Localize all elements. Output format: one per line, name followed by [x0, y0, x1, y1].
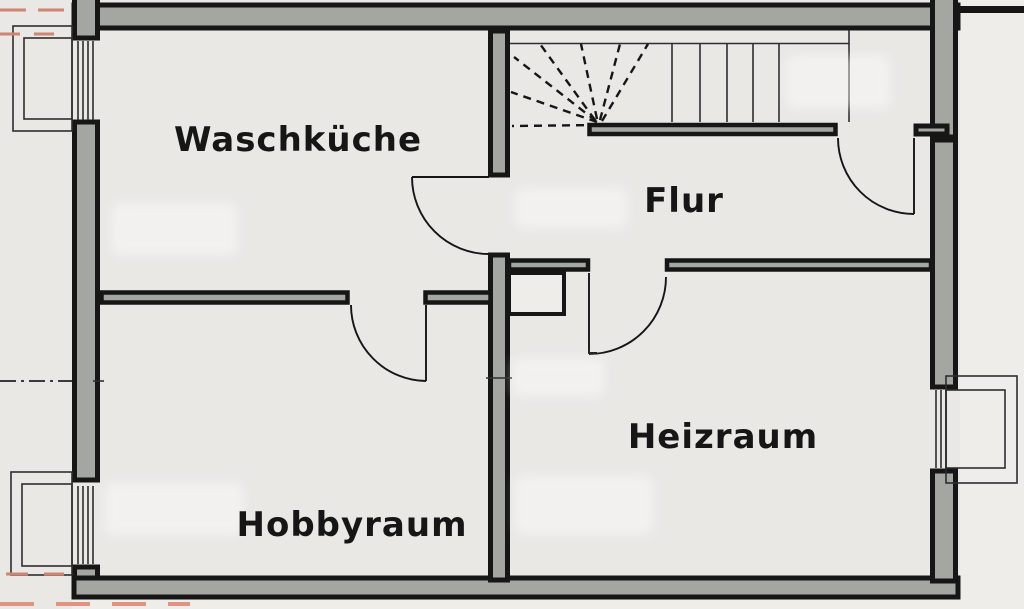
door-flur-staircase [837, 137, 915, 215]
light-shaft-inner [23, 37, 73, 120]
redaction-blur [515, 188, 627, 228]
wall-left-upper [72, 0, 100, 41]
stair-winder-ray [510, 90, 598, 124]
window-glazing-lines [77, 41, 94, 120]
stair-winder-ray [539, 43, 596, 121]
stair-winder-ray [600, 43, 650, 122]
neighbor-wall-line [955, 6, 1024, 13]
stair-parapet-wall [587, 122, 838, 137]
stair-winder-ray [579, 43, 599, 120]
door-waschkueche-flur [411, 176, 490, 255]
redaction-blur [105, 483, 243, 535]
wall-center-lower [488, 252, 510, 583]
window-heizraum-right [935, 375, 1018, 484]
wall-top [71, 2, 961, 31]
wall-flur-heizraum-right [664, 258, 934, 272]
redaction-blur [515, 476, 653, 534]
wall-center-upper [488, 28, 510, 178]
room-label-waschkueche: Waschküche [174, 120, 422, 160]
wall-waschkueche-hobbyraum-left [99, 290, 350, 305]
redaction-blur [512, 358, 604, 396]
room-label-flur: Flur [644, 181, 724, 221]
door-swing-arc [837, 137, 915, 215]
window-waschkueche-left [12, 25, 94, 132]
redaction-blurs [105, 56, 890, 535]
outside-bottom-strip [72, 600, 960, 609]
inner-walls [99, 28, 934, 583]
room-label-hobbyraum: Hobbyraum [237, 505, 468, 545]
room-label-heizraum: Heizraum [628, 417, 818, 457]
window-glazing-lines [77, 486, 94, 564]
chimney-shaft [507, 271, 566, 316]
stair-tread-lines [671, 44, 780, 122]
door-swing-arc [411, 176, 490, 255]
wall-right-upper [930, 0, 958, 140]
door-swing-arc [588, 276, 667, 355]
redaction-blur [786, 56, 890, 108]
wall-right-middle [930, 137, 958, 390]
door-swing-arc [350, 304, 427, 382]
wall-flur-heizraum-left [506, 258, 591, 272]
stair-winder-ray [513, 56, 597, 122]
redaction-blur [112, 203, 237, 255]
door-flur-heizraum [588, 273, 667, 355]
wall-right-door-stub [913, 123, 950, 137]
light-shaft-inner [21, 483, 73, 567]
stair-winder-ray [511, 123, 599, 128]
wall-left-middle [72, 119, 100, 483]
wall-waschkueche-hobbyraum-right [423, 290, 493, 305]
staircase [510, 30, 850, 128]
wall-right-lower [930, 468, 958, 584]
wall-bottom [71, 575, 961, 600]
outside-right-area [960, 0, 1024, 609]
window-hobbyraum-left [10, 471, 94, 576]
light-shaft-inner [945, 389, 1006, 469]
door-waschkueche-hobbyraum [350, 304, 427, 382]
section-lines [0, 8, 512, 606]
outer-walls [71, 0, 961, 600]
